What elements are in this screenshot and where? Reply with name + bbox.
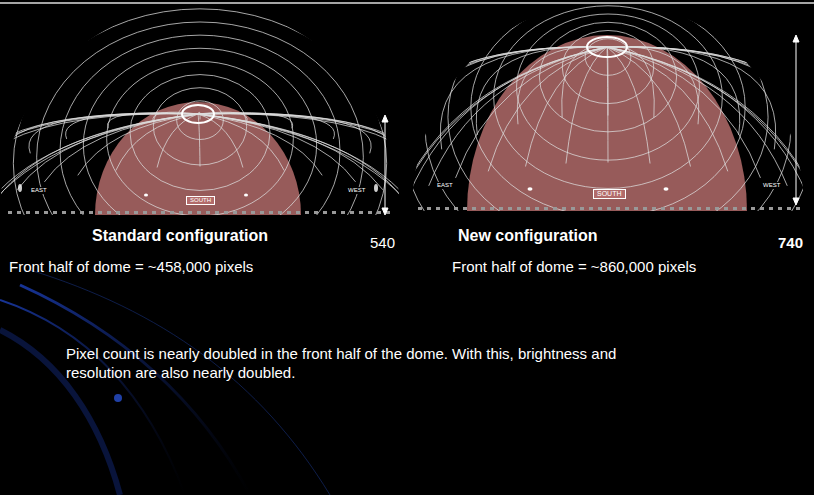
- zenith-ring: [587, 37, 627, 57]
- direction-label: EAST: [30, 187, 48, 194]
- note-text: Front half of dome = ~860,000 pixels: [452, 258, 696, 276]
- dome-grid: [0, 0, 442, 343]
- direction-label: SOUTH: [186, 196, 215, 205]
- direction-label: EAST: [436, 182, 454, 189]
- dome-grid: [371, 0, 814, 302]
- background-swoosh: [0, 270, 330, 495]
- speaker-icon: [18, 184, 669, 197]
- config-label: 740: [778, 234, 803, 252]
- height-arrow: [382, 35, 799, 215]
- seat-row: [8, 207, 800, 214]
- direction-label: WEST: [762, 182, 781, 189]
- config-label: 540: [370, 234, 395, 252]
- note-text: Front half of dome = ~458,000 pixels: [9, 258, 253, 276]
- direction-label: SOUTH: [593, 189, 626, 199]
- zenith-ring: [182, 105, 214, 123]
- front-half-region: [95, 102, 301, 215]
- direction-label: WEST: [347, 187, 366, 194]
- config-label: Standard configuration: [92, 226, 268, 245]
- top-rule: [0, 2, 814, 4]
- note-text: Pixel count is nearly doubled in the fro…: [66, 345, 666, 383]
- config-label: New configuration: [458, 226, 598, 245]
